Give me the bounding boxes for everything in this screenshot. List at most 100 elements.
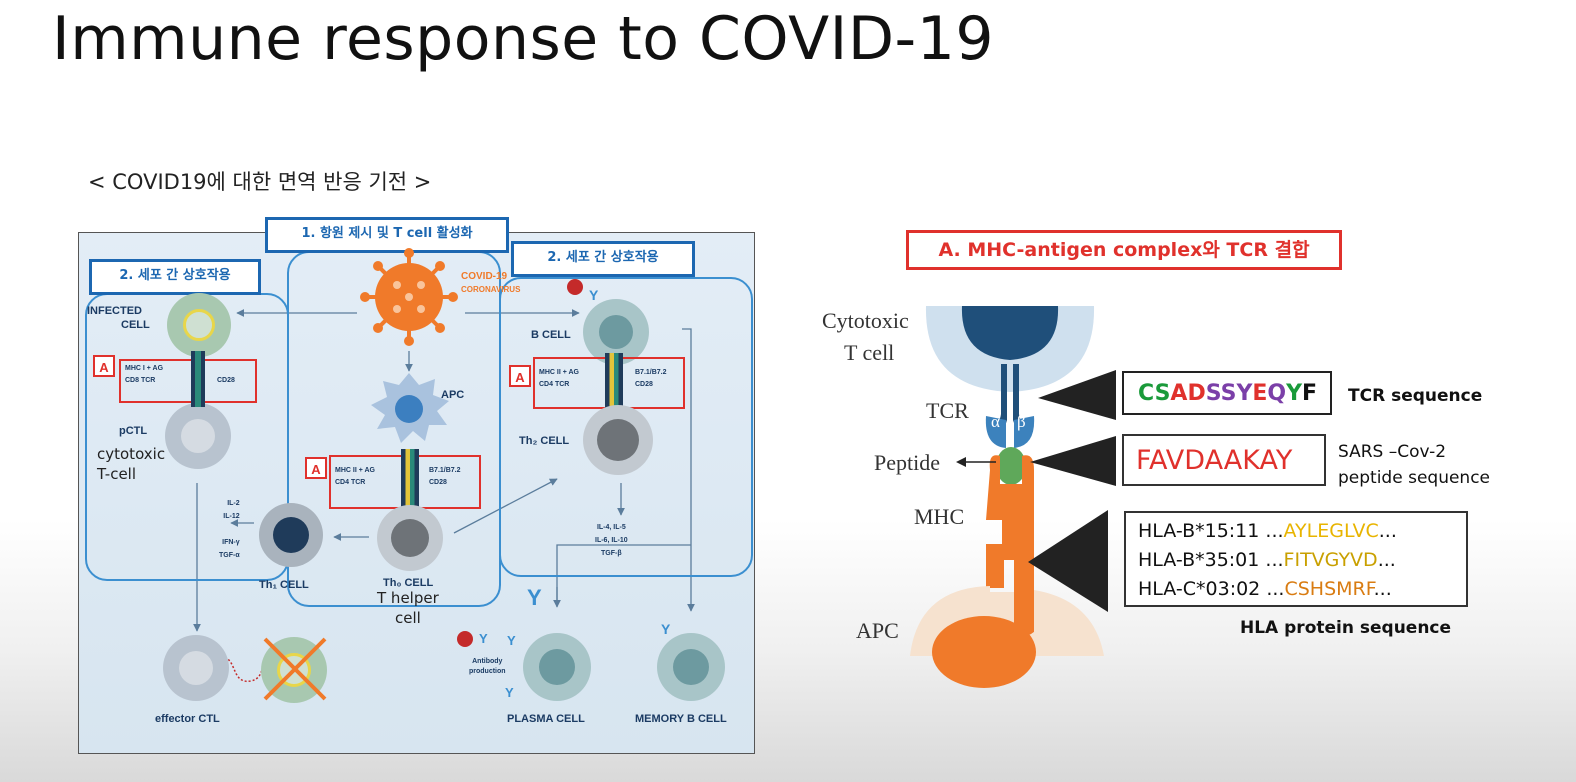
immune-mechanism-figure: 1. 항원 제시 및 T cell 활성화 2. 세포 간 상호작용 2. 세포… (78, 217, 755, 754)
virus-label-1: COVID-19 (461, 271, 508, 282)
hla-suffix: ... (1377, 549, 1396, 571)
cytotoxic-t-cell-label-2: T cell (844, 340, 895, 365)
b-cell-label: B CELL (531, 329, 571, 341)
th2-label: Th₂ CELL (519, 435, 570, 447)
memory-b-cell-label: MEMORY B CELL (635, 713, 727, 725)
header-antigen-presentation: 1. 항원 제시 및 T cell 활성화 (265, 217, 509, 253)
hla-prefix: ... (1260, 578, 1285, 600)
header-cell-interaction-left: 2. 세포 간 상호작용 (89, 259, 261, 295)
effector-ctl-label: effector CTL (155, 713, 220, 725)
apc-label: APC (441, 389, 465, 401)
cytotoxic-t-cell-label-1: Cytotoxic (822, 308, 909, 333)
hla-line: HLA-B*35:01 ...FITVGYVD... (1138, 546, 1397, 575)
coronavirus-icon (360, 248, 458, 346)
th0-cell-nucleus (391, 519, 429, 557)
hla-allele: HLA-B*15:11 (1138, 520, 1260, 542)
apc-label-right: APC (856, 618, 899, 643)
hla-suffix: ... (1373, 578, 1392, 600)
beta-label: β (1017, 412, 1026, 431)
infected-cell-nucleus (183, 309, 215, 341)
mhc-tcr-binding-header: A. MHC-antigen complex와 TCR 결합 (906, 230, 1342, 270)
page-title: Immune response to COVID-19 (52, 4, 995, 74)
hla-seq: FITVGYVD (1283, 549, 1378, 571)
antigen-dot-bottom-icon (457, 631, 473, 647)
antibody-icon-1: Y (527, 585, 542, 610)
tcr-residue: Y (1236, 381, 1253, 406)
cd28-text-left: CD28 (217, 377, 235, 384)
hla-seq: AYLEGLVC (1283, 520, 1379, 542)
virus-label-2: CORONAVIRUS (461, 285, 521, 294)
complex-a-badge-left: A (93, 355, 115, 377)
helper-note-1: T helper (377, 589, 439, 607)
effector-ctl-nucleus (179, 651, 213, 685)
tcr-residue: S (1220, 381, 1237, 406)
antibody-icon-2: Y (479, 631, 488, 646)
tcr-residue: Y (1286, 381, 1303, 406)
antigen-dot-icon (567, 279, 583, 295)
helper-note-2: cell (395, 609, 421, 627)
alpha-label: α (991, 412, 1000, 431)
b-cell-nucleus (599, 315, 633, 349)
peptide-label-2: peptide sequence (1338, 468, 1491, 488)
cross-out-icon (263, 637, 327, 701)
apc-cell-icon (371, 373, 449, 443)
diagram-subtitle: < COVID19에 대한 면역 반응 기전 > (88, 170, 432, 194)
tcr-residue: E (1252, 381, 1268, 406)
peptide-label: Peptide (874, 450, 940, 475)
th1-label: Th₁ CELL (259, 579, 309, 591)
plasma-cell-label: PLASMA CELL (507, 713, 585, 725)
hla-line: HLA-C*03:02 ...CSHSMRF... (1138, 575, 1397, 604)
th0-label: Th₀ CELL (383, 577, 434, 589)
hla-sequence-label: HLA protein sequence (1240, 618, 1452, 638)
cytotoxic-note-1: cytotoxic (97, 445, 166, 463)
receptor-icon-right (605, 353, 623, 415)
plasma-cell-nucleus (539, 649, 575, 685)
tcr-residue: F (1302, 381, 1318, 406)
hla-prefix: ... (1259, 520, 1284, 542)
complex-a-badge-right: A (509, 365, 531, 387)
hla-seq: CSHSMRF (1284, 578, 1374, 600)
receptor-icon-left (191, 351, 205, 407)
th2-cell-nucleus (597, 419, 639, 461)
antibody-icon-small: Y (589, 287, 599, 303)
hla-prefix: ... (1259, 549, 1284, 571)
tcr-label: TCR (926, 398, 969, 423)
tcr-residue: A (1170, 381, 1188, 406)
header-cell-interaction-right: 2. 세포 간 상호작용 (511, 241, 695, 277)
tcr-residue: S (1154, 381, 1171, 406)
peptide-sequence-box: FAVDAAKAY (1122, 434, 1326, 486)
infected-cell-label-2: CELL (121, 319, 150, 331)
peptide-label-1: SARS –Cov-2 (1338, 442, 1447, 462)
receptor-icon-center (401, 449, 419, 513)
tcr-sequence-box: CSADSSYEQYF (1122, 371, 1332, 415)
hla-allele: HLA-C*03:02 (1138, 578, 1261, 600)
mhc-label: MHC (914, 504, 965, 529)
antibody-icon-4: Y (505, 685, 514, 700)
tcr-residue: D (1187, 381, 1206, 406)
antibody-icon-5: Y (661, 621, 671, 637)
memory-b-cell-nucleus (673, 649, 709, 685)
pctl-label: pCTL (119, 425, 148, 437)
tcr-residue: Q (1267, 381, 1287, 406)
infected-cell-label-1: INFECTED (87, 305, 142, 317)
antibody-icon-3: Y (507, 633, 516, 648)
tcr-residue: C (1138, 381, 1155, 406)
th1-cell-nucleus (273, 517, 309, 553)
tcr-sequence-label: TCR sequence (1348, 386, 1483, 406)
mhc1-complex-box (119, 359, 257, 403)
hla-suffix: ... (1378, 520, 1397, 542)
pctl-cell-nucleus (181, 419, 215, 453)
peptide-sequence: FAVDAAKAY (1136, 445, 1293, 476)
hla-line: HLA-B*15:11 ...AYLEGLVC... (1138, 517, 1397, 546)
tcr-sequence: CSADSSYEQYF (1138, 381, 1317, 406)
hla-sequence-list: HLA-B*15:11 ...AYLEGLVC...HLA-B*35:01 ..… (1138, 517, 1397, 604)
